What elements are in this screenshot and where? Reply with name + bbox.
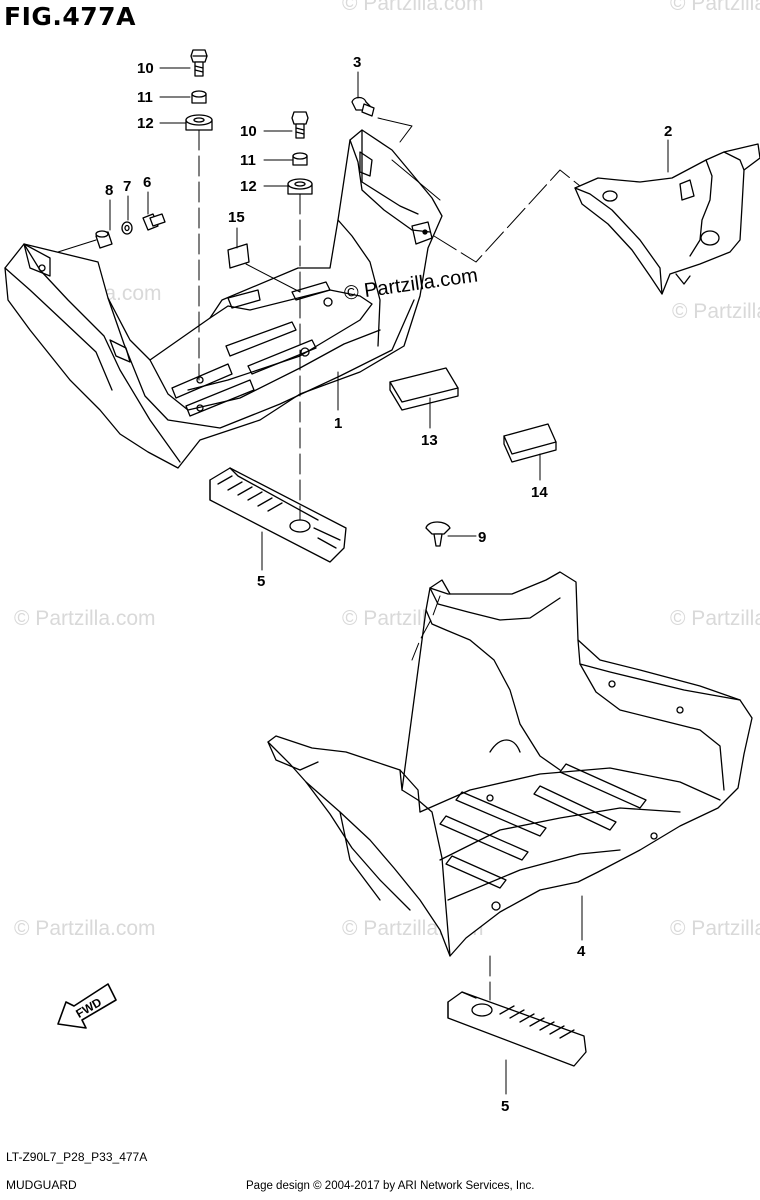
bolt-10-upper-center xyxy=(291,111,309,139)
figure-name: MUDGUARD xyxy=(6,1178,77,1192)
nut-11-upper-center xyxy=(292,152,308,166)
screw-6 xyxy=(142,213,166,231)
callout-12: 12 xyxy=(137,115,154,132)
watermark-text: © Partzilla.com xyxy=(14,607,156,630)
callout-14: 14 xyxy=(531,484,548,501)
clip-3 xyxy=(351,96,375,117)
footrest-5-upper xyxy=(209,467,347,563)
callout-5: 5 xyxy=(501,1098,509,1115)
watermark-text: © Partzilla.com xyxy=(14,917,156,940)
pad-15 xyxy=(227,243,250,269)
watermark-text: © Partzilla.com xyxy=(670,0,760,15)
callout-12: 12 xyxy=(240,178,257,195)
watermark-text: © Partzilla.com xyxy=(672,300,760,323)
bolt-10-upper-left xyxy=(190,49,208,77)
callout-2: 2 xyxy=(664,123,672,140)
fwd-arrow-icon xyxy=(57,983,117,1029)
callout-labels: 10 11 12 10 11 12 3 2 8 7 6 15 1 13 14 5… xyxy=(105,54,672,1115)
clip-9 xyxy=(425,521,451,547)
figure-code: LT-Z90L7_P28_P33_477A xyxy=(6,1150,148,1164)
callout-6: 6 xyxy=(143,174,151,191)
callout-11: 11 xyxy=(137,89,153,106)
callout-7: 7 xyxy=(123,178,131,195)
callout-3: 3 xyxy=(353,54,361,71)
cushion-12-upper-center xyxy=(287,178,313,195)
washer-7 xyxy=(121,221,133,235)
cushion-12-upper-left xyxy=(185,114,213,131)
leader-lines xyxy=(57,67,669,1095)
callout-10: 10 xyxy=(137,60,154,77)
callout-13: 13 xyxy=(421,432,438,449)
watermark-text: © Partzilla.com xyxy=(342,0,484,15)
callout-11: 11 xyxy=(240,152,256,169)
callout-9: 9 xyxy=(478,529,486,546)
copyright-notice: Page design © 2004-2017 by ARI Network S… xyxy=(246,1180,535,1192)
pad-14 xyxy=(503,423,557,463)
watermark-text: © Partzilla.com xyxy=(670,607,760,630)
mudguard-1 xyxy=(4,129,443,469)
callout-1: 1 xyxy=(334,415,342,432)
callout-15: 15 xyxy=(228,209,245,226)
nut-11-upper-left xyxy=(191,90,207,104)
collar-8 xyxy=(95,230,113,249)
side-cover-2 xyxy=(574,143,760,295)
pad-13 xyxy=(389,367,459,411)
footrest-5-lower xyxy=(447,991,587,1067)
watermark-text: © Partzilla.com xyxy=(670,917,760,940)
callout-4: 4 xyxy=(577,943,586,960)
callout-10: 10 xyxy=(240,123,257,140)
figure-title: FIG.477A xyxy=(4,2,136,31)
mudguard-4 xyxy=(267,571,753,957)
callout-8: 8 xyxy=(105,182,113,199)
callout-5: 5 xyxy=(257,573,265,590)
